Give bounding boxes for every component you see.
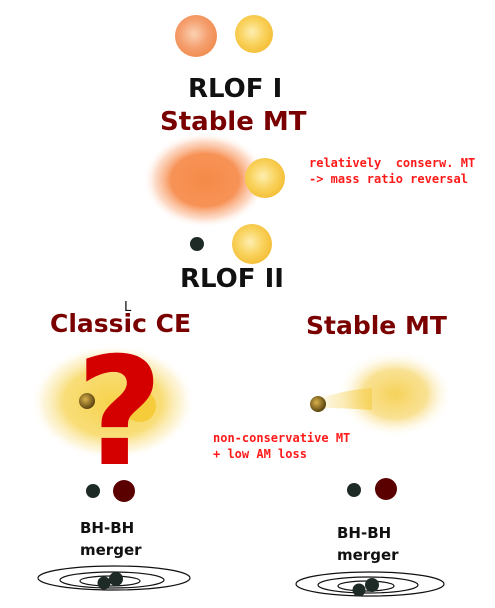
stage-title-rlof2: RLOF II xyxy=(180,264,284,294)
accreting-black-hole xyxy=(310,396,326,412)
companion-star-post-rlof1 xyxy=(232,224,272,264)
middle-annotation: non-conservative MT + low AM loss xyxy=(213,430,350,462)
right-bh-large xyxy=(375,478,397,500)
question-mark: ? xyxy=(76,326,164,500)
channel-title-stable-mt: Stable MT xyxy=(306,311,447,340)
text-cursor-mark: L xyxy=(124,300,132,315)
left-outcome-line2: merger xyxy=(80,541,142,559)
left-bh-small xyxy=(86,484,100,498)
embedded-core xyxy=(124,390,156,422)
right-merger-orbits xyxy=(295,571,445,597)
donor-envelope-blur xyxy=(143,132,267,228)
companion-star-accreting xyxy=(245,158,285,198)
right-bh-small xyxy=(347,483,361,497)
left-outcome-label: BH-BH merger xyxy=(80,517,142,561)
top-annotation-line2: -> mass ratio reversal xyxy=(309,172,468,186)
stage-title-stable-mt-top: Stable MT xyxy=(160,107,307,137)
right-outcome-line1: BH-BH xyxy=(337,524,392,542)
left-outcome-line1: BH-BH xyxy=(80,519,135,537)
middle-annotation-line1: non-conservative MT xyxy=(213,431,351,445)
top-annotation-line1: relatively conserw. MT xyxy=(309,156,476,170)
right-merger-bh-a xyxy=(352,583,366,597)
left-merger-bh-a xyxy=(97,576,111,590)
common-envelope xyxy=(31,344,195,460)
donor-star-initial xyxy=(175,15,217,57)
donor-envelope-stable xyxy=(337,350,453,438)
channel-title-classic-ce: Classic CE xyxy=(50,309,192,338)
black-hole-first xyxy=(190,237,204,251)
right-merger-bh-b xyxy=(365,578,379,592)
stage-title-rlof1: RLOF I xyxy=(188,74,283,104)
left-merger-orbits xyxy=(37,565,191,591)
top-annotation: relatively conserw. MT -> mass ratio rev… xyxy=(309,155,475,187)
right-outcome-line2: merger xyxy=(337,546,399,564)
right-outcome-label: BH-BH merger xyxy=(337,522,399,566)
mass-transfer-stream xyxy=(320,388,372,410)
embedded-black-hole xyxy=(79,393,95,409)
left-merger-bh-b xyxy=(109,572,123,586)
middle-annotation-line2: + low AM loss xyxy=(213,447,307,461)
companion-star-initial xyxy=(235,15,273,53)
left-bh-large xyxy=(113,480,135,502)
